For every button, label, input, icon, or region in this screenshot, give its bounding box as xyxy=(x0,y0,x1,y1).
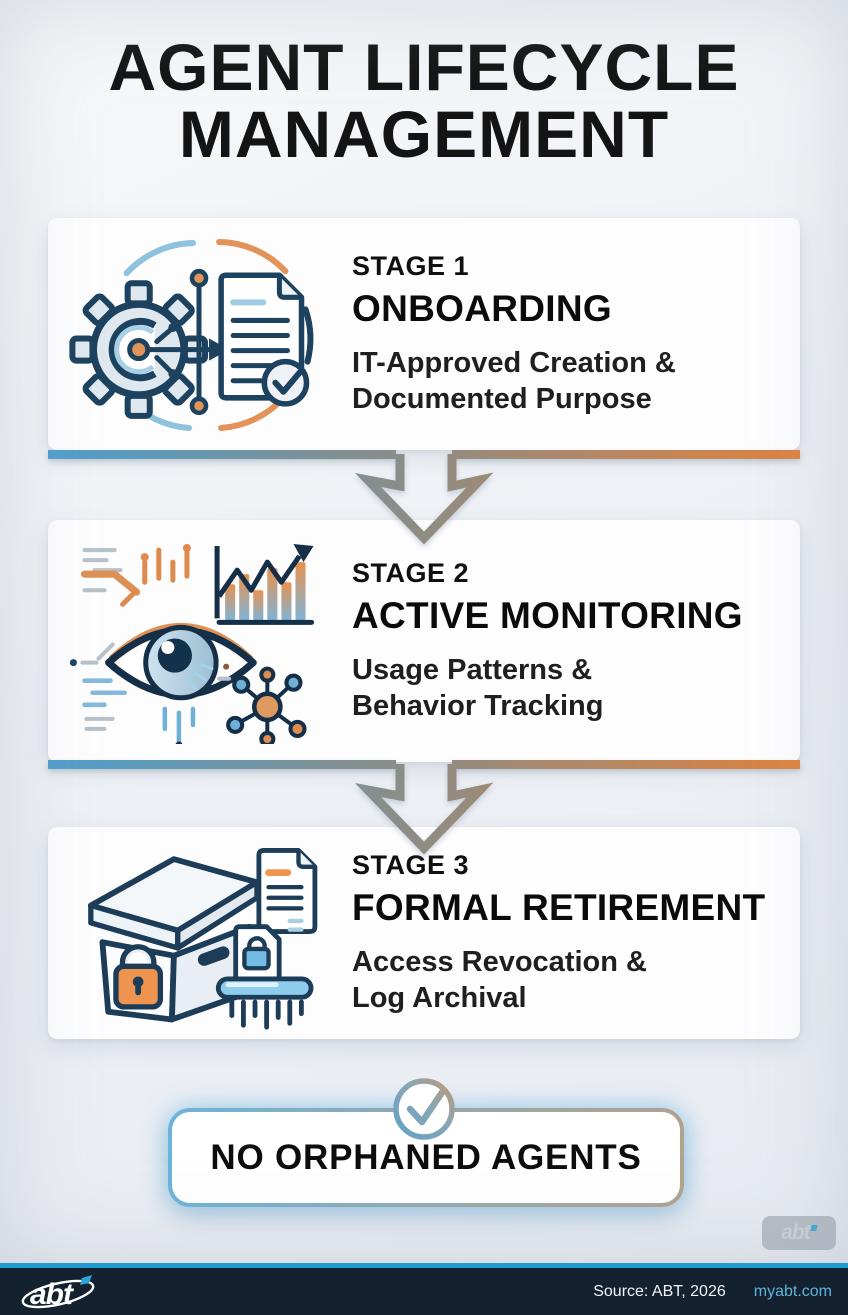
page-title-line1: AGENT LIFECYCLE xyxy=(108,30,740,104)
stage-2-description: Usage Patterns & Behavior Tracking xyxy=(352,654,604,722)
stage-2-title: ACTIVE MONITORING xyxy=(352,595,743,637)
stage-1-label: STAGE 1 xyxy=(352,251,470,282)
page-title-line2: MANAGEMENT xyxy=(178,97,670,172)
abt-watermark-badge: abt xyxy=(762,1216,836,1250)
gear-document-checkmark-icon xyxy=(68,231,330,437)
conclusion-banner-label: NO ORPHANED AGENTS xyxy=(210,1137,642,1177)
gradient-down-arrow-connector-2 xyxy=(48,760,800,855)
stage-3-card: STAGE 3 FORMAL RETIREMENT Access Revocat… xyxy=(48,827,800,1039)
locked-archive-shredder-icon xyxy=(68,834,330,1032)
abt-logo: abt xyxy=(21,1274,95,1311)
abt-watermark-label: abt xyxy=(781,1221,810,1244)
stage-1-description: IT-Approved Creation & Documented Purpos… xyxy=(352,347,676,415)
stage-2-card: STAGE 2 ACTIVE MONITORING Usage Patterns… xyxy=(48,520,800,762)
page-title: AGENT LIFECYCLE MANAGEMENT xyxy=(0,30,848,172)
stage-3-description: Access Revocation & Log Archival xyxy=(352,946,647,1014)
eye-analytics-icon xyxy=(68,538,330,744)
footer-source-text: Source: ABT, 2026 xyxy=(593,1282,726,1300)
svg-text:abt: abt xyxy=(30,1278,75,1311)
stage-1-text: STAGE 1 ONBOARDING IT-Approved Creation … xyxy=(352,251,676,417)
stage-1-card: STAGE 1 ONBOARDING IT-Approved Creation … xyxy=(48,218,800,450)
stage-3-text: STAGE 3 FORMAL RETIREMENT Access Revocat… xyxy=(352,850,765,1016)
footer-bar: abt Source: ABT, 2026 myabt.com xyxy=(0,1263,848,1315)
gradient-down-arrow-connector-1 xyxy=(48,450,800,545)
stage-3-title: FORMAL RETIREMENT xyxy=(352,887,766,929)
stage-2-text: STAGE 2 ACTIVE MONITORING Usage Patterns… xyxy=(352,558,743,724)
check-circle-icon xyxy=(393,1078,455,1140)
stage-2-label: STAGE 2 xyxy=(352,558,470,589)
stage-1-title: ONBOARDING xyxy=(352,288,612,330)
abt-watermark-dot-icon xyxy=(810,1225,818,1231)
footer-website-link[interactable]: myabt.com xyxy=(753,1282,832,1300)
stage-3-label: STAGE 3 xyxy=(352,850,470,881)
conclusion-banner-inner: NO ORPHANED AGENTS xyxy=(172,1112,680,1203)
